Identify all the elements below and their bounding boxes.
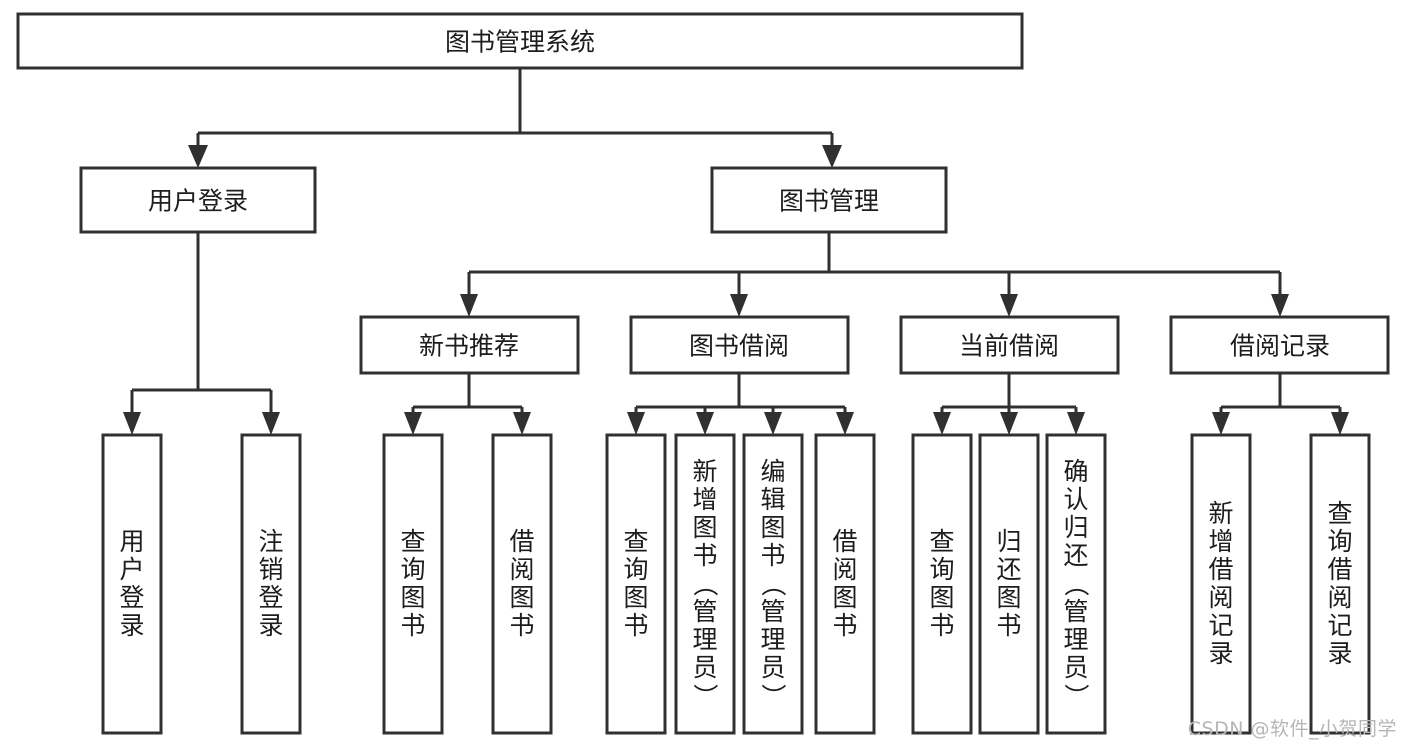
connector-group — [130, 68, 1342, 421]
arrow-to-book-borrow — [730, 294, 748, 317]
leaf-box-edit-book[interactable] — [742, 433, 804, 735]
node-book-management-label: 图书管理 — [779, 187, 879, 216]
leaf-box-borrow-book-1[interactable] — [491, 433, 553, 735]
arrow-to-leaf-edit-book — [764, 412, 782, 435]
leaf-box-query-book-1[interactable] — [382, 433, 444, 735]
connector-newbook-bus — [411, 373, 524, 421]
leaf-box-query-book-3[interactable] — [911, 433, 973, 735]
node-new-book-recommend-box[interactable] — [359, 315, 580, 375]
leaf-box-add-book[interactable] — [674, 433, 736, 735]
arrow-to-leaf-add-record — [1212, 412, 1230, 435]
node-root[interactable]: 图书管理系统 — [16, 12, 1024, 70]
connector-userlogin-bus — [130, 232, 273, 414]
leaf-box-user-login[interactable] — [101, 433, 163, 735]
csdn-watermark: CSDN @软件_小贺同学 — [1187, 718, 1397, 740]
node-book-borrow-label: 图书借阅 — [689, 332, 789, 361]
leaf-box-confirm-return[interactable] — [1045, 433, 1107, 735]
node-current-borrow-box[interactable] — [899, 315, 1120, 375]
arrow-to-current-borrow — [1000, 294, 1018, 317]
arrow-to-leaf-borrow-book-2 — [836, 412, 854, 435]
node-borrow-record-box[interactable] — [1169, 315, 1390, 375]
arrow-to-leaf-query-book-3 — [933, 412, 951, 435]
arrow-to-leaf-add-book — [696, 412, 714, 435]
leaf-box-query-record[interactable] — [1309, 433, 1371, 735]
arrow-to-book-management — [822, 145, 842, 168]
node-new-book-recommend[interactable]: 新书推荐 — [359, 315, 580, 375]
arrow-to-leaf-user-login — [123, 412, 141, 435]
node-borrow-record[interactable]: 借阅记录 — [1169, 315, 1390, 375]
node-root-box[interactable] — [16, 12, 1024, 70]
arrow-to-leaf-borrow-book-1 — [513, 412, 531, 435]
arrow-to-leaf-logout — [262, 412, 280, 435]
arrow-to-leaf-query-book-1 — [404, 412, 422, 435]
node-book-management-box[interactable] — [710, 166, 948, 234]
node-book-management[interactable]: 图书管理 — [710, 166, 948, 234]
arrow-to-user-login — [188, 145, 208, 168]
leaf-box-query-book-2[interactable] — [605, 433, 667, 735]
connector-bookmgmt-bus — [467, 232, 1282, 296]
leaf-box-return-book[interactable] — [978, 433, 1040, 735]
node-current-borrow-label: 当前借阅 — [959, 332, 1059, 361]
node-root-label: 图书管理系统 — [445, 28, 595, 57]
node-book-borrow[interactable]: 图书借阅 — [629, 315, 850, 375]
leaf-box-add-record[interactable] — [1190, 433, 1252, 735]
connector-root-bus — [196, 68, 834, 147]
leaf-box-borrow-book-2[interactable] — [814, 433, 876, 735]
arrow-to-borrow-record — [1271, 294, 1289, 317]
node-new-book-recommend-label: 新书推荐 — [419, 332, 519, 361]
arrow-to-new-book-recommend — [460, 294, 478, 317]
node-user-login-label: 用户登录 — [148, 187, 248, 216]
node-book-borrow-box[interactable] — [629, 315, 850, 375]
node-user-login[interactable]: 用户登录 — [79, 166, 317, 234]
leaf-box-group — [101, 433, 1371, 735]
arrow-to-leaf-confirm-return — [1067, 412, 1085, 435]
arrow-to-leaf-query-book-2 — [627, 412, 645, 435]
arrow-to-leaf-return-book — [1000, 412, 1018, 435]
arrow-to-leaf-query-record — [1331, 412, 1349, 435]
node-user-login-box[interactable] — [79, 166, 317, 234]
arrowhead-group — [123, 145, 1349, 435]
node-current-borrow[interactable]: 当前借阅 — [899, 315, 1120, 375]
leaf-box-logout[interactable] — [240, 433, 302, 735]
node-borrow-record-label: 借阅记录 — [1230, 332, 1330, 361]
connector-bookborrow-bus — [634, 373, 847, 421]
connector-borrowrecord-bus — [1219, 373, 1342, 421]
